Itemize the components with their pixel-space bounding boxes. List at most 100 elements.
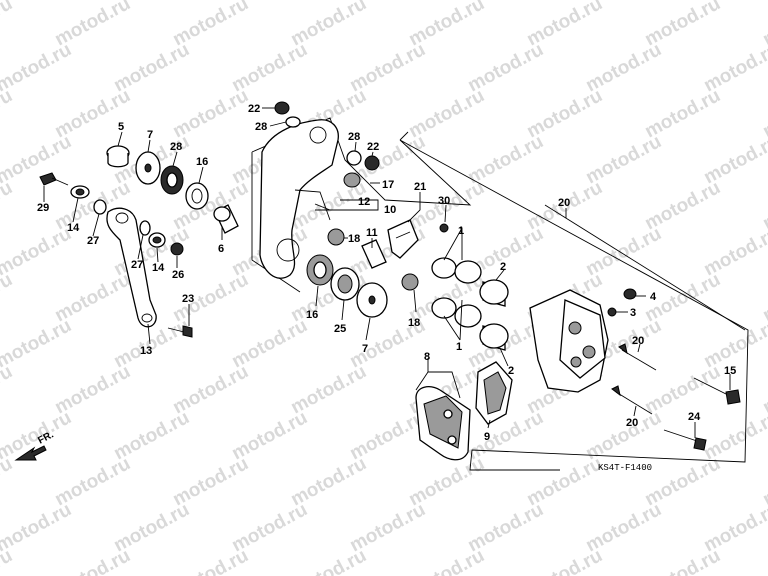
label-5: 5	[118, 121, 124, 133]
caliper-bracket-12	[259, 119, 339, 279]
boot-17	[343, 172, 361, 188]
watermark-text: motod.ru	[169, 545, 252, 576]
label-30: 30	[438, 195, 450, 207]
spacer-16-upper	[185, 182, 209, 210]
pin-20-upper	[618, 343, 657, 371]
watermark-text: motod.ru	[0, 223, 75, 280]
label-7: 7	[147, 129, 153, 141]
bolt-15	[693, 377, 741, 405]
watermark-text: motod.ru	[0, 315, 75, 372]
label-1: 1	[456, 341, 462, 353]
label-22: 22	[248, 103, 260, 115]
label-24: 24	[688, 411, 701, 423]
pin-18-upper	[327, 228, 345, 246]
pin-11	[361, 239, 387, 269]
assembly-outlines	[251, 117, 749, 471]
label-18: 18	[408, 317, 420, 329]
boot-18-lower	[401, 273, 419, 291]
label-16: 16	[196, 156, 208, 168]
label-27: 27	[87, 235, 99, 247]
watermark-text: motod.ru	[0, 131, 75, 188]
collar-5	[106, 145, 130, 168]
bushing-14-upper	[70, 185, 90, 199]
piston-2-lower	[479, 323, 509, 351]
front-arrow-icon	[14, 445, 47, 461]
brake-pads-8	[415, 386, 471, 461]
label-22: 22	[367, 141, 379, 153]
piston-seals-1	[431, 257, 482, 328]
piston-2-upper	[479, 279, 509, 307]
watermark-text: motod.ru	[51, 545, 134, 576]
diagram-code: KS4T-F1400	[598, 463, 652, 473]
pin-20-lower	[611, 385, 653, 415]
pivot-bolt-29	[39, 172, 69, 186]
label-20: 20	[632, 335, 644, 347]
label-4: 4	[650, 291, 657, 303]
label-2: 2	[508, 365, 514, 377]
label-23: 23	[182, 293, 194, 305]
watermark-text: motod.ru	[405, 545, 488, 576]
watermark-text: motod.ru	[0, 361, 16, 418]
bearing-26	[330, 267, 360, 301]
watermark-text: motod.ru	[287, 545, 370, 576]
bleeder-3	[607, 307, 617, 317]
part-labels: 5 7 28 16 6 29 14 27 27 14 26 23 13 22 2…	[37, 103, 736, 443]
label-9: 9	[484, 431, 490, 443]
sleeve-6	[213, 204, 239, 234]
bolt-23	[167, 325, 193, 338]
label-1: 1	[458, 225, 464, 237]
label-13: 13	[140, 345, 152, 357]
label-27: 27	[131, 259, 143, 271]
watermark-text: motod.ru	[0, 269, 16, 326]
label-29: 29	[37, 202, 49, 214]
watermark-text: motod.ru	[0, 453, 16, 510]
watermark-text: motod.ru	[0, 85, 16, 142]
bleeder-cap-4	[623, 288, 637, 300]
label-18: 18	[348, 233, 360, 245]
label-28: 28	[170, 141, 182, 153]
label-10: 10	[384, 204, 396, 216]
label-11: 11	[366, 227, 378, 239]
nut-25	[170, 242, 184, 256]
label-12: 12	[358, 196, 370, 208]
washer-7-upper	[135, 151, 161, 185]
watermark-text: motod.ru	[759, 545, 768, 576]
seal-27-lower	[139, 220, 151, 236]
watermark-text: motod.ru	[0, 499, 75, 556]
bolt-30	[439, 223, 449, 233]
boot-22-right	[364, 155, 380, 171]
bearing-28	[160, 165, 184, 195]
seal-27-upper	[93, 199, 107, 215]
label-15: 15	[724, 365, 736, 377]
watermark-text: motod.ru	[0, 177, 16, 234]
label-7: 7	[362, 343, 368, 355]
caliper-body-19	[529, 289, 609, 393]
watermark-text: motod.ru	[641, 545, 724, 576]
label-6: 6	[218, 243, 224, 255]
label-2: 2	[500, 261, 506, 273]
label-14: 14	[67, 222, 80, 234]
watermark-text: motod.ru	[523, 545, 606, 576]
label-3: 3	[630, 307, 636, 319]
watermark-text: motod.ru	[0, 39, 75, 96]
label-17: 17	[382, 179, 394, 191]
seal-28-bracket	[346, 150, 362, 166]
bolt-24	[663, 429, 707, 451]
label-14: 14	[152, 262, 165, 274]
washer-7-lower	[356, 282, 388, 318]
ring-28-top	[285, 116, 301, 128]
linkage-arm-13	[106, 207, 157, 328]
boot-22-upper	[274, 101, 290, 115]
label-8: 8	[424, 351, 430, 363]
spacer-16-lower	[306, 254, 334, 286]
label-28: 28	[255, 121, 267, 133]
watermark-text: motod.ru	[0, 0, 16, 50]
label-16: 16	[306, 309, 318, 321]
label-19: 20	[558, 197, 570, 209]
bushing-14-lower	[148, 232, 166, 248]
leader-lines	[43, 107, 731, 438]
label-21: 21	[414, 181, 426, 193]
pad-spring-21	[387, 219, 419, 259]
